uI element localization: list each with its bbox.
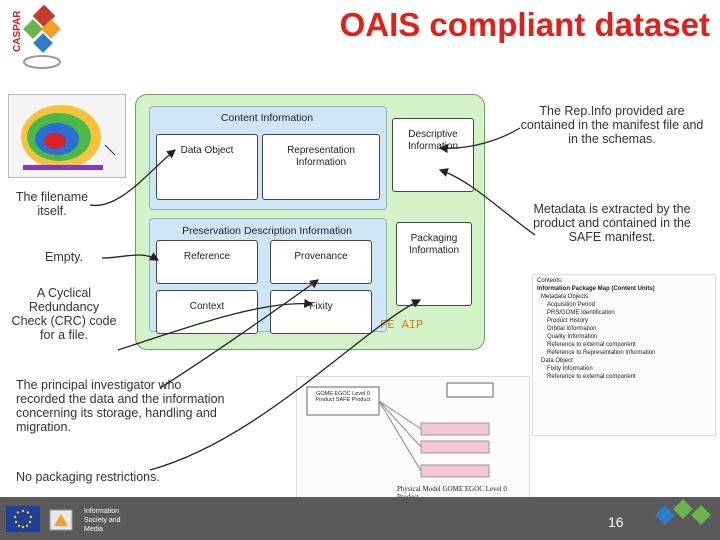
manifest-item: Metadata Objects bbox=[541, 294, 589, 300]
context-box: Context bbox=[156, 290, 258, 334]
page-number: 16 bbox=[608, 514, 624, 530]
manifest-item: Quality Information bbox=[547, 334, 598, 340]
data-plot-thumbnail bbox=[8, 94, 126, 178]
fixity-box: Fixity bbox=[270, 290, 372, 334]
reference-box: Reference bbox=[156, 240, 258, 284]
caspar-corner-logo-icon bbox=[655, 499, 711, 525]
annotation-principal-investigator: The principal investigator who recorded … bbox=[16, 378, 225, 434]
manifest-item: Fixity Information bbox=[547, 366, 593, 372]
annotation-filename: The filename itself. bbox=[15, 190, 89, 218]
packaging-information-label: Packaging Information bbox=[408, 233, 460, 256]
manifest-item: Reference to Representation Information bbox=[547, 350, 656, 356]
provenance-box: Provenance bbox=[270, 240, 372, 284]
provenance-label: Provenance bbox=[294, 251, 348, 262]
physical-model-panel: GOME EGOC Level 0 Product SAFE Product P… bbox=[296, 376, 530, 501]
descriptive-information-box: Descriptive Information bbox=[392, 118, 474, 192]
physical-product-label: GOME EGOC Level 0 Product SAFE Product bbox=[315, 391, 371, 403]
context-label: Context bbox=[189, 301, 225, 312]
data-object-label: Data Object bbox=[180, 145, 234, 156]
manifest-item: Reference to external component bbox=[547, 374, 636, 380]
safe-aip-label: FE AIP bbox=[380, 318, 424, 332]
caspar-logo-icon: CASPAR bbox=[12, 4, 61, 69]
manifest-item: Data Object bbox=[541, 358, 573, 364]
page-title: OAIS compliant dataset bbox=[339, 6, 710, 43]
annotation-empty: Empty. bbox=[45, 250, 83, 264]
manifest-list: Contents: Information Package Map (Conte… bbox=[533, 275, 715, 383]
manifest-item: Acquisition Period bbox=[547, 302, 596, 308]
annotation-packaging: No packaging restrictions. bbox=[16, 470, 160, 484]
packaging-information-box: Packaging Information bbox=[396, 222, 472, 306]
descriptive-information-label: Descriptive Information bbox=[407, 129, 459, 152]
representation-information-box: Representation Information bbox=[262, 134, 380, 200]
preservation-description-information-label: Preservation Description Information bbox=[182, 225, 352, 237]
footer-bar bbox=[0, 497, 720, 540]
content-information-label: Content Information bbox=[220, 112, 314, 124]
information-society-logo-icon bbox=[49, 509, 73, 531]
reference-label: Reference bbox=[183, 251, 231, 262]
manifest-item: PRS/GOME Identification bbox=[547, 310, 615, 316]
manifest-item: Orbital Information bbox=[547, 326, 597, 332]
data-object-box: Data Object bbox=[156, 134, 258, 200]
annotation-metadata: Metadata is extracted by the product and… bbox=[533, 202, 691, 244]
manifest-item: Reference to external component bbox=[547, 342, 636, 348]
representation-information-label: Representation Information bbox=[287, 145, 355, 168]
svg-text:CASPAR: CASPAR bbox=[12, 10, 23, 52]
fixity-label: Fixity bbox=[309, 301, 333, 312]
manifest-item: Product History bbox=[547, 318, 589, 324]
manifest-item: Information Package Map (Content Units) bbox=[537, 286, 655, 292]
information-society-label: Information Society and Media bbox=[84, 508, 121, 533]
annotation-crc: A Cyclical Redundancy Check (CRC) code f… bbox=[11, 286, 117, 342]
annotation-repinfo: The Rep.Info provided are contained in t… bbox=[520, 104, 704, 146]
eu-flag-icon bbox=[6, 506, 40, 532]
manifest-contents-panel: Contents: Information Package Map (Conte… bbox=[532, 274, 716, 436]
manifest-heading: Contents: bbox=[537, 278, 563, 284]
